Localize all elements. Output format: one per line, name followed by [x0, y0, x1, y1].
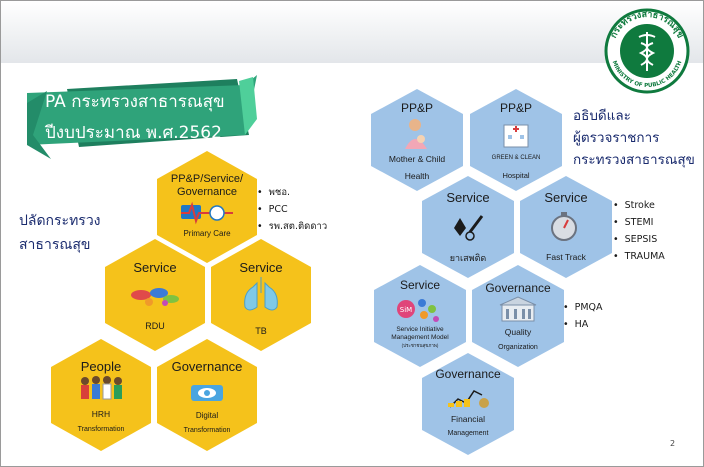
hex-mother-child-sub1: Mother & Child — [388, 154, 446, 164]
hex-primary-care-heading: PP&P/Service/ Governance — [155, 173, 259, 199]
bullet-item: PCC — [257, 201, 327, 218]
hospital-icon — [503, 124, 529, 148]
lungs-icon — [244, 277, 278, 311]
hex-primary-care[interactable] — [155, 149, 259, 265]
banner-title-line1: PA กระทรวงสาธารณสุข — [45, 92, 225, 112]
bullet-item: HA — [563, 316, 603, 333]
stopwatch-icon — [551, 212, 577, 241]
building-icon — [499, 296, 537, 322]
hex-green-clean-heading: PP&P — [499, 101, 532, 115]
hex-sim-heading: Service — [399, 278, 440, 292]
hex-digital-sub1: Digital — [195, 411, 219, 420]
hex-quality[interactable] — [470, 263, 566, 369]
hex-sim-sub: Service Initiative Management Model (ประ… — [372, 326, 468, 350]
hex-tb[interactable] — [209, 237, 313, 353]
hex-primary-care-heading-2: Governance — [177, 186, 237, 198]
hex-fast-track[interactable] — [518, 174, 614, 280]
syringe-icon — [454, 215, 484, 241]
hex-financial-sub1: Financial — [450, 414, 486, 424]
hex-fast-track-heading: Service — [544, 190, 588, 205]
left-title-line2: สาธารณสุข — [19, 237, 91, 253]
hex-primary-care-sub: Primary Care — [183, 229, 231, 238]
bullet-item: STEMI — [613, 214, 665, 231]
hex-sim[interactable]: SiM — [372, 263, 468, 369]
fast-track-bullets: Stroke STEMI SEPSIS TRAUMA — [613, 197, 665, 265]
page-number: 2 — [670, 439, 676, 448]
left-title-line1: ปลัดกระทรวง — [19, 213, 101, 229]
hex-digital[interactable] — [155, 337, 259, 453]
hex-green-clean-sub2: Hospital — [502, 171, 530, 180]
hex-people[interactable] — [49, 337, 153, 453]
hex-digital-heading: Governance — [171, 359, 243, 374]
hex-fast-track-sub: Fast Track — [546, 252, 586, 262]
hex-digital-sub2: Transformation — [183, 427, 231, 434]
hex-sim-sub2: Management Model — [391, 334, 449, 341]
mother-child-icon — [405, 119, 427, 149]
hex-people-heading: People — [80, 359, 122, 374]
hex-financial-heading: Governance — [435, 367, 501, 381]
hex-quality-sub1: Quality — [504, 327, 532, 337]
hex-drugs-sub: ยาเสพติด — [449, 253, 487, 263]
right-side-title: อธิบดีและ ผู้ตรวจราชการ กระทรวงสาธารณสุข — [573, 105, 695, 171]
hex-green-clean[interactable] — [468, 87, 564, 193]
hex-sim-sub1: Service Initiative — [396, 326, 444, 333]
title-banner — [27, 75, 257, 159]
bullet-item: PMQA — [563, 299, 603, 316]
hex-drugs[interactable] — [420, 174, 516, 280]
heartbeat-icon — [181, 205, 201, 219]
hex-tb-sub: TB — [255, 326, 267, 336]
primary-care-bullets: พชอ. PCC รพ.สต.ติดดาว — [257, 184, 328, 235]
hex-mother-child-heading: PP&P — [400, 101, 433, 115]
bullet-item: พชอ. — [257, 184, 327, 201]
left-side-title: ปลัดกระทรวง สาธารณสุข — [19, 209, 101, 257]
hex-rdu[interactable] — [103, 237, 207, 353]
bullet-item: TRAUMA — [613, 248, 665, 265]
banner-title-line2: ปีงบประมาณ พ.ศ.2562 — [45, 123, 222, 143]
hex-people-sub2: Transformation — [77, 426, 125, 433]
bullet-item: รพ.สต.ติดดาว — [257, 218, 328, 235]
hex-quality-heading: Governance — [485, 281, 551, 295]
quality-bullets: PMQA HA — [563, 299, 603, 333]
bullet-item: Stroke — [613, 197, 665, 214]
bullet-item: SEPSIS — [613, 231, 665, 248]
people-icon — [81, 376, 122, 400]
right-title-line1: อธิบดีและ — [573, 108, 631, 124]
hex-people-sub1: HRH — [91, 409, 111, 419]
ministry-logo: กระทรวงสาธารณสุข MINISTRY OF PUBLIC HEAL… — [604, 8, 690, 94]
top-bar — [1, 1, 703, 63]
caduceus-icon — [638, 32, 656, 71]
hex-mother-child[interactable] — [369, 87, 465, 193]
hex-drugs-heading: Service — [446, 190, 490, 205]
cloud-icon — [191, 385, 223, 401]
hex-tb-heading: Service — [239, 260, 283, 275]
right-title-line3: กระทรวงสาธารณสุข — [573, 152, 695, 168]
hex-mother-child-sub2: Health — [404, 171, 430, 181]
hex-primary-care-heading-1: PP&P/Service/ — [170, 173, 244, 185]
hex-green-clean-sub1: GREEN & CLEAN — [491, 155, 541, 161]
hex-sim-sub3: (ประชาชนสุขภาพ) — [401, 343, 439, 348]
hex-financial-sub2: Management — [447, 430, 489, 437]
svg-text:SiM: SiM — [400, 306, 412, 314]
pills-icon — [131, 288, 179, 306]
hex-rdu-heading: Service — [133, 260, 177, 275]
hex-rdu-sub: RDU — [145, 321, 165, 331]
sim-icon: SiM — [397, 299, 439, 322]
right-title-line2: ผู้ตรวจราชการ — [573, 130, 660, 146]
hex-quality-sub2: Organization — [498, 344, 538, 351]
money-chart-icon — [448, 390, 489, 408]
hex-financial[interactable] — [420, 351, 516, 457]
